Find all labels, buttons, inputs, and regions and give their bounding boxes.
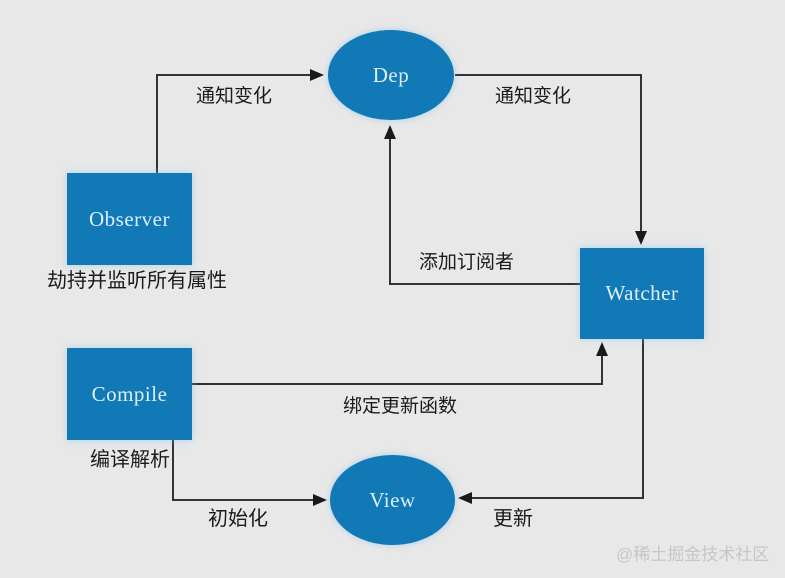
edge-watcher-to-view [458, 339, 644, 504]
node-dep[interactable]: Dep [328, 30, 454, 120]
edge-label-update: 更新 [493, 508, 533, 530]
edge-label-notify-change-left: 通知变化 [196, 86, 273, 107]
node-view[interactable]: View [330, 455, 455, 545]
watermark-juejin-community: @稀土掘金技术社区 [616, 545, 770, 564]
edge-label-bind-update-function: 绑定更新函数 [343, 396, 458, 417]
node-dep-label: Dep [372, 62, 410, 87]
node-watcher-label: Watcher [605, 281, 679, 305]
edge-label-add-subscriber: 添加订阅者 [419, 252, 515, 273]
node-view-label: View [369, 487, 416, 512]
node-compile-label: Compile [91, 381, 168, 406]
node-observer[interactable]: Observer [67, 173, 192, 265]
caption-compile: 编译解析 [90, 449, 170, 471]
node-observer-label: Observer [89, 206, 170, 231]
node-watcher[interactable]: Watcher [580, 248, 704, 339]
edge-compile-to-view [172, 440, 327, 506]
caption-observer: 劫持并监听所有属性 [47, 270, 227, 292]
edge-label-notify-change-right: 通知变化 [495, 86, 572, 107]
edge-label-initialize: 初始化 [208, 508, 268, 530]
edge-compile-to-watcher [192, 342, 608, 385]
node-compile[interactable]: Compile [67, 348, 192, 440]
